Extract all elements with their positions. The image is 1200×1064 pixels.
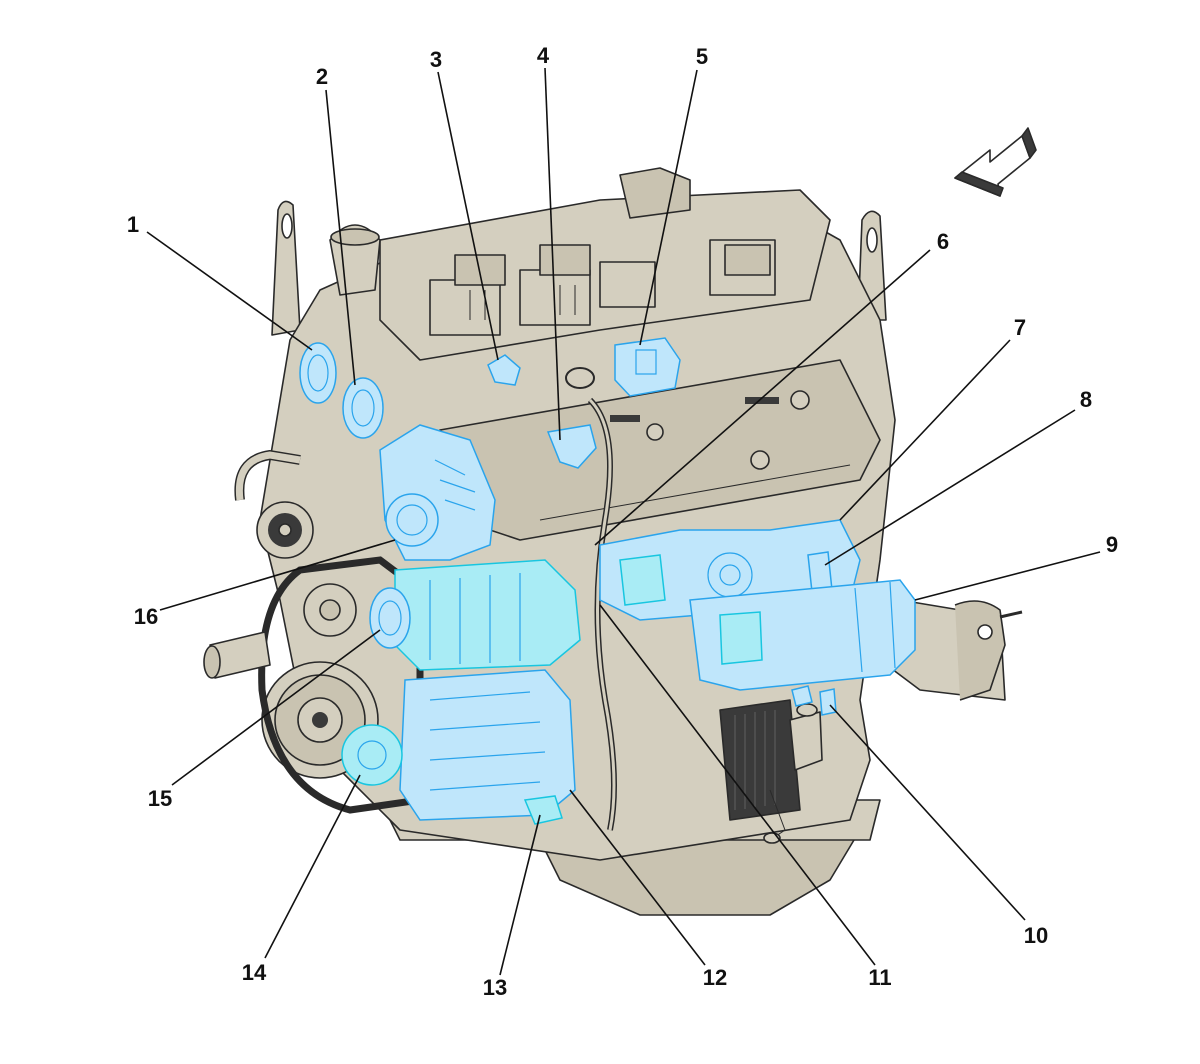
callout-10: 10: [1023, 923, 1049, 948]
highlight-part-5: [614, 337, 681, 397]
callout-9: 9: [1105, 532, 1119, 557]
callout-5: 5: [695, 44, 709, 69]
oil-filler: [329, 224, 381, 296]
leader-lines: [146, 67, 1101, 976]
ignition-coils: [429, 239, 776, 336]
highlight-compressor: [369, 559, 581, 671]
callout-14: 14: [241, 960, 267, 985]
callout-11: 11: [868, 965, 892, 990]
callout-15: 15: [147, 786, 173, 811]
highlight-starter: [689, 579, 916, 691]
callout-4: 4: [536, 43, 550, 68]
callout-16: 16: [133, 604, 159, 629]
highlight-sensor-8: [807, 551, 833, 593]
dipstick-tube: [565, 367, 617, 831]
callout-3: 3: [429, 47, 443, 72]
callout-7: 7: [1013, 315, 1027, 340]
callout-2: 2: [315, 64, 329, 89]
direction-arrow-icon: [954, 127, 1037, 197]
tensioner-pulley-upper: [256, 501, 314, 559]
callout-1: 1: [126, 212, 140, 237]
highlight-part-3: [487, 354, 521, 386]
callout-6: 6: [936, 229, 950, 254]
callout-12: 12: [702, 965, 728, 990]
water-outlet-left: [203, 631, 271, 679]
highlight-sensor-10: [791, 685, 837, 716]
highlight-sensor-13: [523, 795, 563, 825]
oil-cooler: [719, 699, 823, 844]
idler-pulley: [303, 583, 357, 637]
callout-13: 13: [482, 975, 508, 1000]
left-hose: [234, 449, 301, 501]
highlight-part-2: [342, 377, 384, 439]
highlight-part-1: [299, 342, 337, 404]
highlight-alternator: [341, 669, 576, 821]
callout-8: 8: [1079, 387, 1093, 412]
highlight-throttle-body: [379, 424, 496, 561]
lifting-eye-left: [271, 200, 301, 336]
